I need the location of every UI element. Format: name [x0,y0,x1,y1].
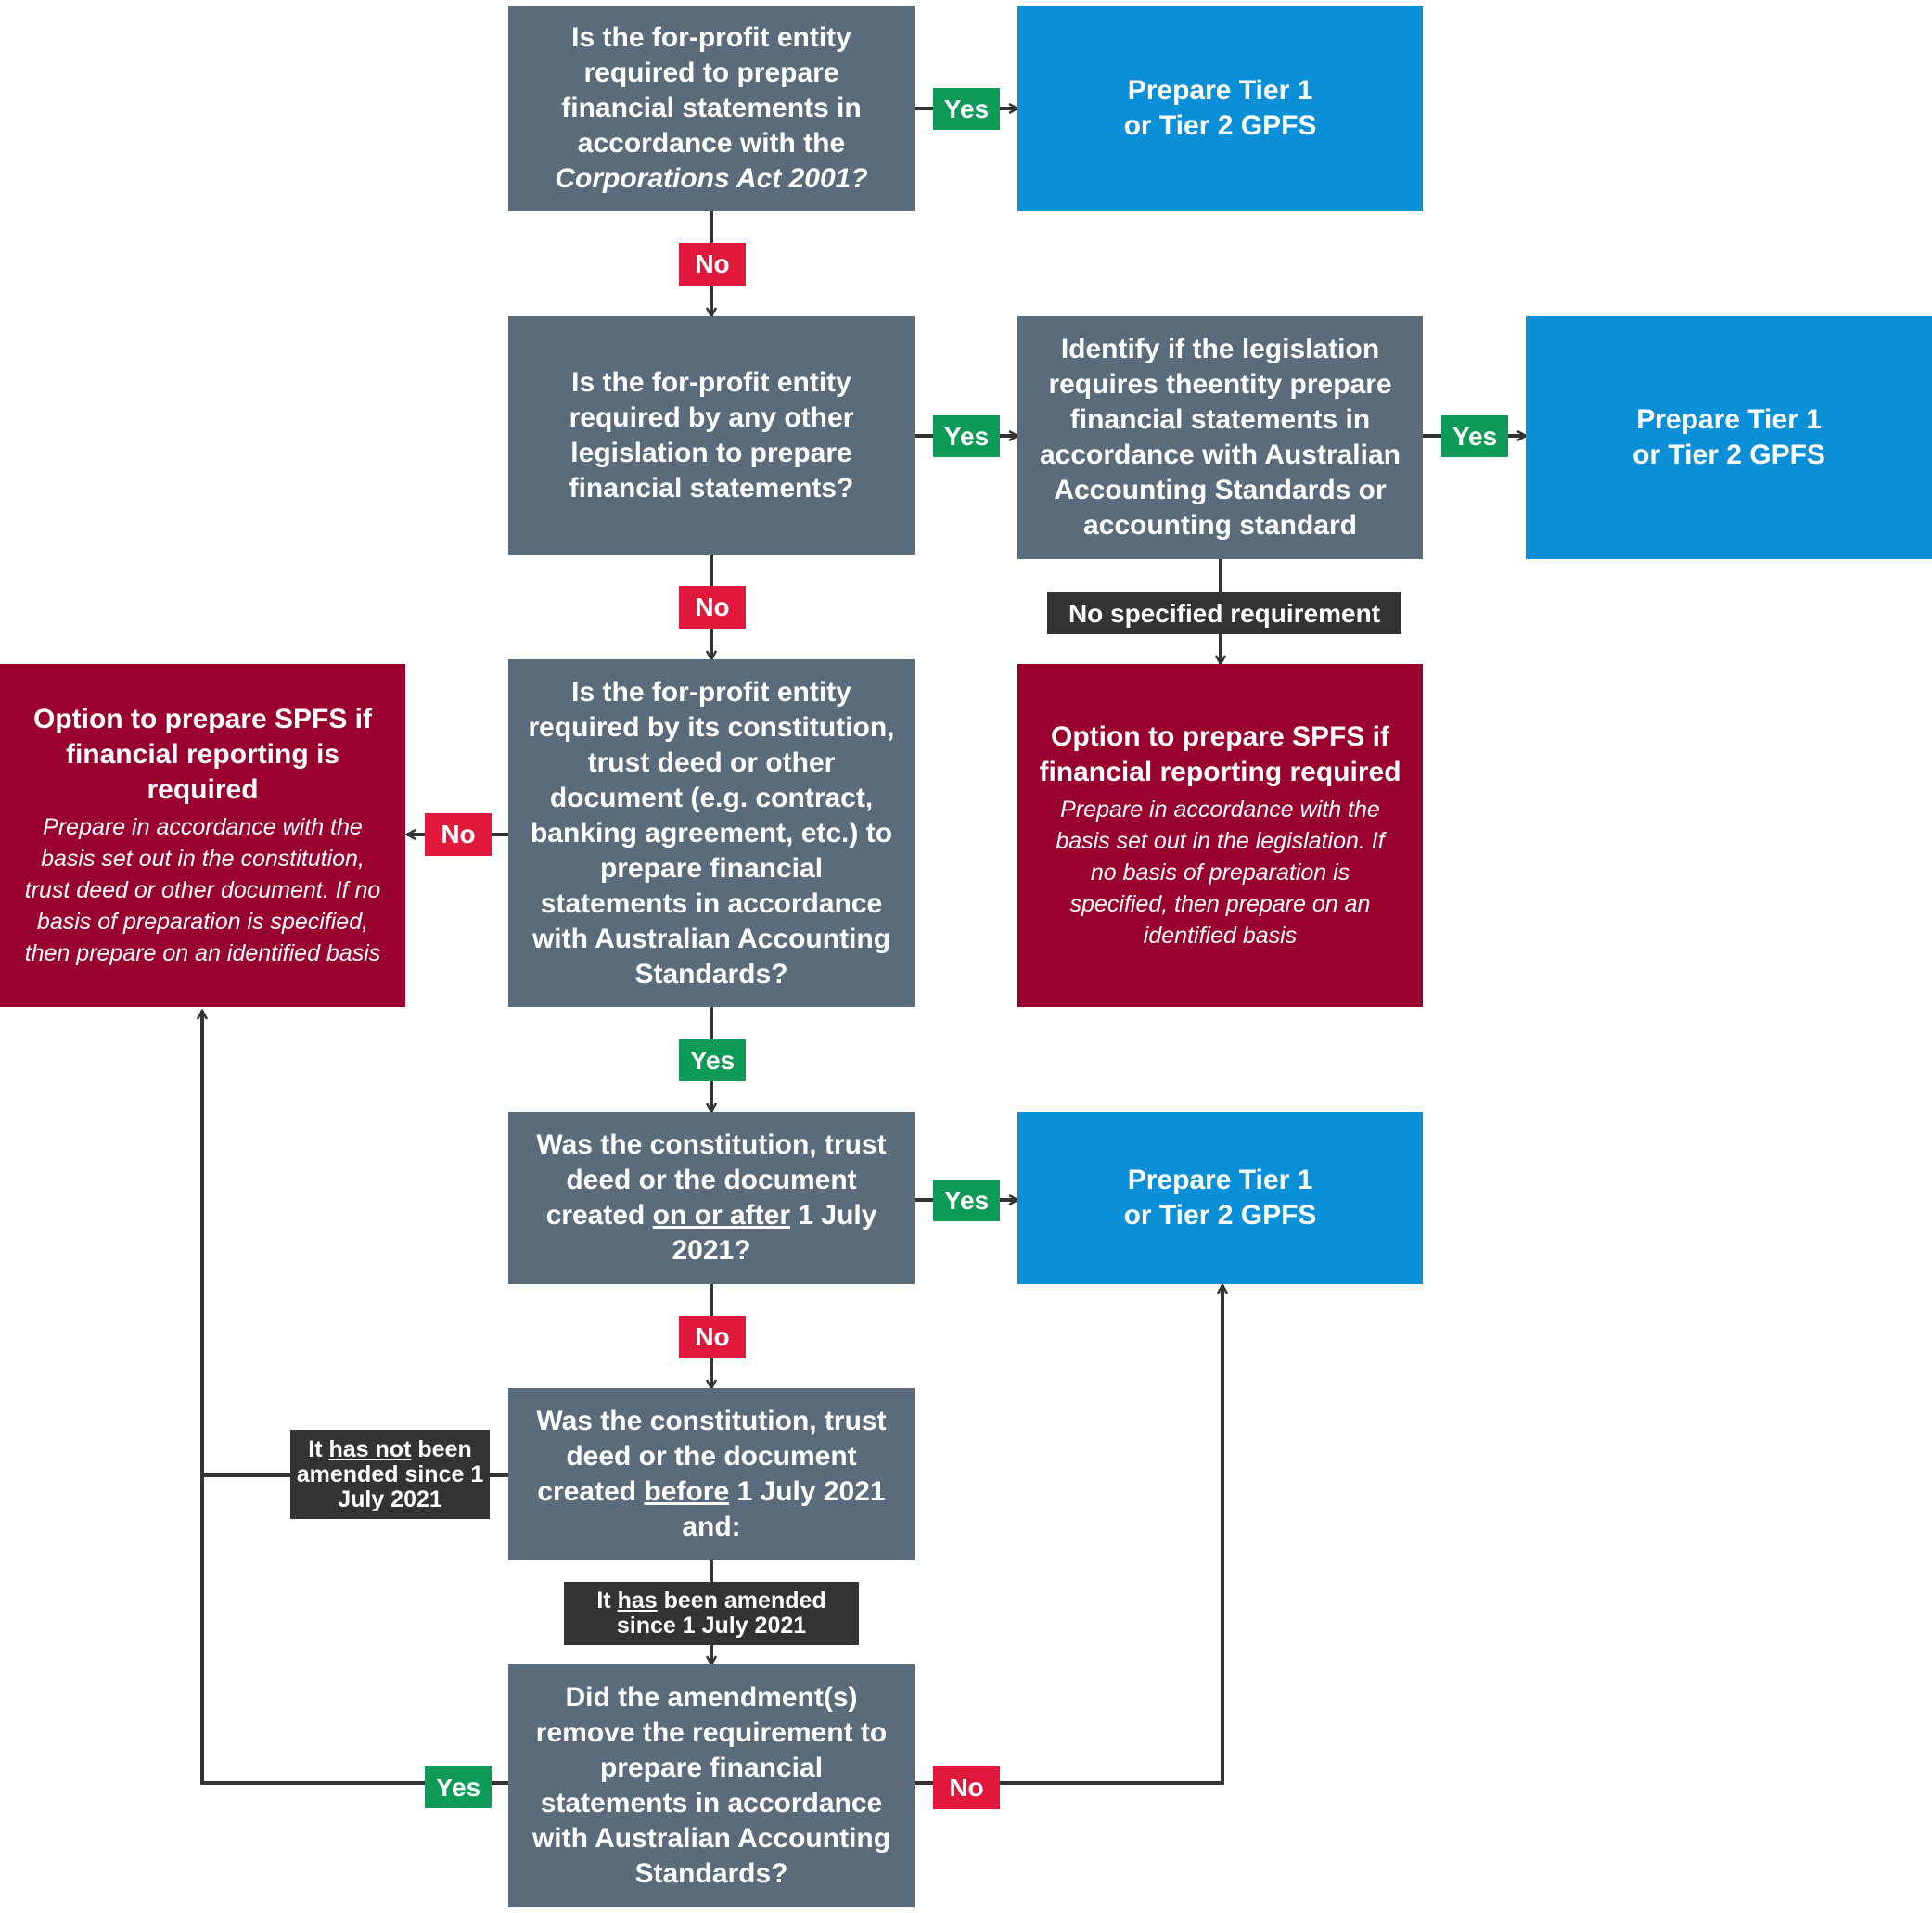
label-yes-q6: Yes [425,1766,492,1808]
outcome-gpfs-1: Prepare Tier 1 or Tier 2 GPFS [1017,6,1423,211]
question-corporations-act: Is the for-profit entity required to pre… [508,6,915,211]
question-constitution-trust-deed-text: Is the for-profit entity required by its… [528,676,895,989]
identify-legislation-requirement: Identify if the legislation requires the… [1017,316,1423,559]
question-amendment-removed-text: Did the amendment(s) remove the requirem… [531,1682,891,1889]
outcome-gpfs-3-text: Prepare Tier 1 or Tier 2 GPFS [1123,1165,1317,1231]
corporations-act-title: Corporations Act 2001? [555,163,868,194]
question-corporations-act-text: Is the for-profit entity required to pre… [561,22,862,159]
label-not-amended: It has not been amended since 1 July 202… [290,1430,490,1519]
label-not-amended-u: has not [328,1435,412,1462]
spfs-option-right-title: Option to prepare SPFS if financial repo… [1039,721,1401,787]
outcome-gpfs-2-text: Prepare Tier 1 or Tier 2 GPFS [1632,404,1825,470]
label-yes-q4: Yes [933,1180,1000,1221]
spfs-option-right: Option to prepare SPFS if financial repo… [1017,664,1423,1007]
question-constitution-trust-deed: Is the for-profit entity required by its… [508,659,915,1007]
label-yes-q2: Yes [933,415,1000,457]
label-yes-q1: Yes [933,88,1000,130]
label-no-q3: No [425,813,492,856]
label-no-q4: No [679,1316,746,1358]
question-created-before: Was the constitution, trust deed or the … [508,1388,915,1560]
outcome-gpfs-3: Prepare Tier 1 or Tier 2 GPFS [1017,1112,1423,1284]
label-no-specified-requirement: No specified requirement [1047,592,1401,634]
label-not-amended-b: been amended since 1 July 2021 [296,1435,484,1512]
label-yes-q2b: Yes [1441,415,1508,457]
question-before-text-b: 1 July 2021 and: [682,1475,886,1542]
question-created-text-b: 1 July 2021? [672,1200,877,1266]
outcome-gpfs-1-text: Prepare Tier 1 or Tier 2 GPFS [1123,75,1317,141]
label-has-amended-b: been amended since 1 July 2021 [616,1588,826,1639]
question-other-legislation: Is the for-profit entity required by any… [508,316,915,555]
question-created-underline: on or after [652,1200,791,1231]
arrow-q6-yes [202,1011,508,1785]
spfs-option-right-note: Prepare in accordance with the basis set… [1056,797,1385,949]
arrow-q6-no [915,1285,1222,1785]
label-has-amended-a: It [596,1588,611,1613]
question-other-legislation-text: Is the for-profit entity required by any… [569,366,854,504]
question-before-text-a: Was the constitution, trust deed or the … [536,1405,887,1507]
question-created-text-a: Was the constitution, trust deed or the … [536,1129,887,1231]
label-has-amended: It has been amended since 1 July 2021 [564,1582,859,1645]
question-created-on-or-after: Was the constitution, trust deed or the … [508,1112,915,1284]
label-no-q1: No [679,243,746,286]
identify-legislation-requirement-text: Identify if the legislation requires the… [1039,334,1401,541]
spfs-option-left: Option to prepare SPFS if financial repo… [0,664,405,1007]
label-yes-q3: Yes [679,1039,746,1081]
outcome-gpfs-2: Prepare Tier 1 or Tier 2 GPFS [1526,316,1932,559]
label-no-q6: No [933,1766,1000,1809]
label-no-q2: No [679,586,746,629]
spfs-option-left-note: Prepare in accordance with the basis set… [24,814,381,966]
question-amendment-removed: Did the amendment(s) remove the requirem… [508,1664,915,1907]
label-not-amended-a: It [308,1435,323,1462]
spfs-option-left-title: Option to prepare SPFS if financial repo… [32,704,373,805]
label-has-amended-u: has [617,1588,658,1613]
question-before-underline: before [644,1475,730,1507]
